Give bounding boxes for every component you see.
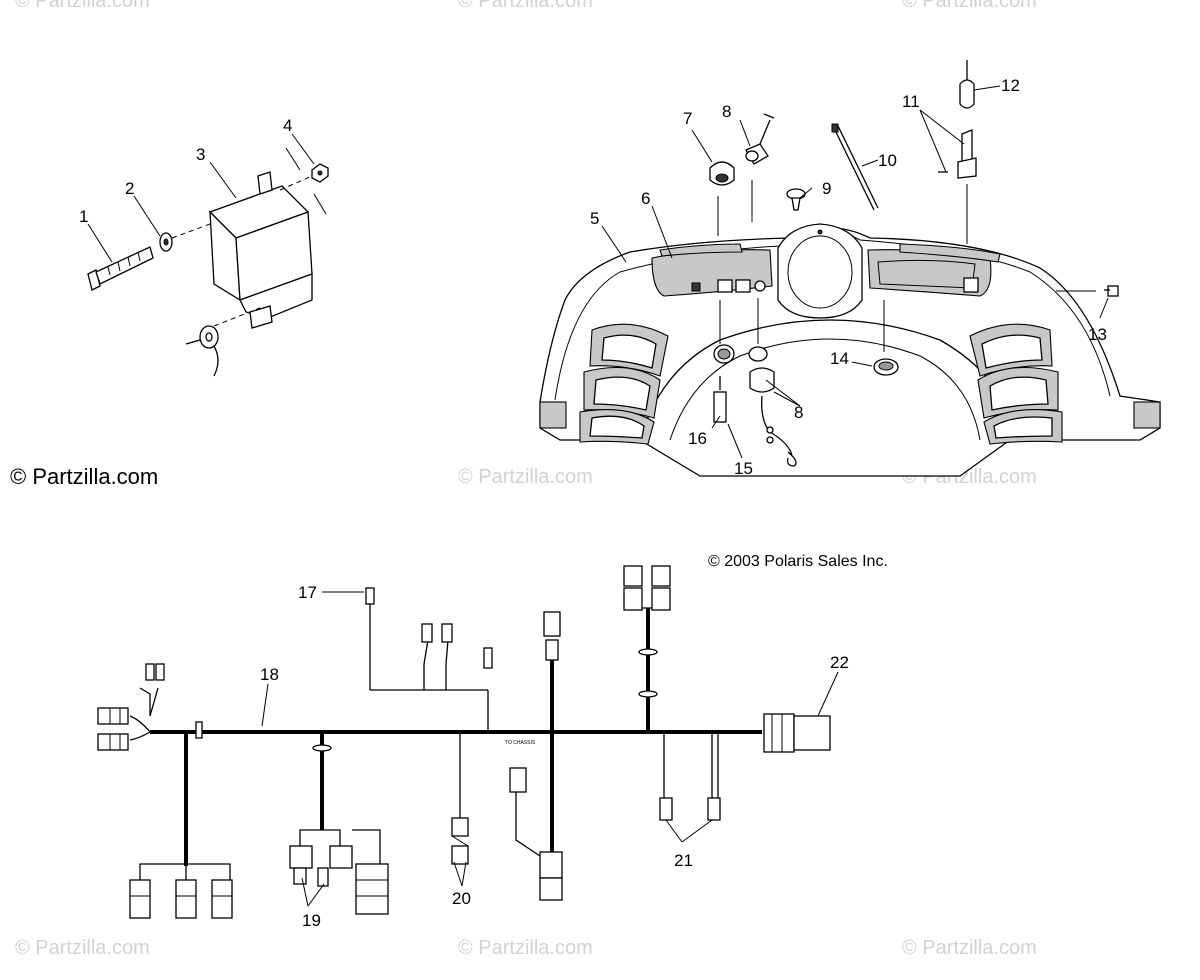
callout-17: 17 (298, 583, 317, 602)
watermark-top-left: © Partzilla.com (15, 0, 150, 12)
callout-11: 11 (902, 92, 920, 111)
harness-label: TO CHASSIS (505, 740, 536, 746)
callout-4: 4 (283, 116, 292, 135)
watermark-bottom-center: © Partzilla.com (458, 937, 593, 959)
cable-tie-part[interactable] (831, 123, 879, 211)
dash-leaders (601, 85, 1109, 459)
callout-2: 2 (125, 179, 134, 198)
grommet-part[interactable] (873, 358, 899, 376)
gauge-pod[interactable] (777, 223, 863, 319)
socket-part[interactable] (938, 129, 977, 179)
top-right-connector-group[interactable] (623, 565, 671, 611)
clip-part[interactable] (786, 188, 806, 211)
watermark-bottom-right: © Partzilla.com (902, 937, 1037, 959)
callout-numbers: 1 2 3 4 5 6 7 8 8 9 10 11 12 13 14 15 16… (79, 76, 1107, 930)
watermark-top-right: © Partzilla.com (902, 0, 1037, 12)
connector-group-17[interactable] (365, 587, 493, 690)
bottom-left-connectors[interactable] (129, 863, 233, 919)
callout-13: 13 (1088, 325, 1107, 344)
right-switch-panel[interactable] (867, 249, 992, 297)
watermark-bottom-left: © Partzilla.com (15, 937, 150, 959)
callout-8-bottom: 8 (794, 403, 803, 422)
callout-18: 18 (260, 665, 279, 684)
callout-14: 14 (830, 349, 849, 368)
callout-22: 22 (830, 653, 849, 672)
center-connector-group[interactable] (509, 611, 563, 901)
callout-16: 16 (688, 429, 707, 448)
module-box-part[interactable] (208, 171, 313, 329)
left-connector-group[interactable] (97, 663, 203, 751)
harness-leaders (261, 591, 839, 907)
screw-part[interactable] (1104, 285, 1119, 297)
callout-21: 21 (674, 851, 693, 870)
callout-9: 9 (822, 179, 831, 198)
wiring-harness[interactable]: TO CHASSIS (97, 565, 831, 919)
module-leaders (87, 133, 315, 263)
connector-group-21[interactable] (659, 797, 721, 821)
partzilla-copyright: © Partzilla.com (10, 464, 159, 489)
dash-small-parts (709, 60, 1119, 467)
ground-terminal-part[interactable] (185, 325, 219, 377)
connector-group-20[interactable] (451, 817, 469, 865)
bulb-part[interactable] (959, 60, 975, 109)
knob-part[interactable] (709, 161, 735, 186)
switch-part-8-bottom[interactable] (748, 346, 797, 467)
callout-6: 6 (641, 189, 650, 208)
bolt-part[interactable] (87, 246, 154, 291)
connector-22[interactable] (763, 713, 831, 753)
callout-5: 5 (590, 209, 599, 228)
polaris-copyright: © 2003 Polaris Sales Inc. (708, 553, 888, 570)
module-assembly (87, 147, 329, 377)
callout-7: 7 (683, 109, 692, 128)
connector-group-19[interactable] (289, 829, 389, 915)
washer-part[interactable] (159, 232, 173, 252)
callout-12: 12 (1001, 76, 1020, 95)
watermark-top-center: © Partzilla.com (458, 0, 593, 12)
right-vents (969, 323, 1063, 445)
dash-panel-assembly[interactable] (539, 223, 1161, 477)
plug-part-15[interactable] (713, 376, 727, 423)
grommet-part-16[interactable] (713, 344, 735, 364)
callout-15: 15 (734, 459, 753, 478)
callout-3: 3 (196, 145, 205, 164)
switch-part-8-top[interactable] (745, 113, 775, 165)
left-switch-panel[interactable] (651, 249, 773, 297)
callout-8-top: 8 (722, 102, 731, 121)
callout-20: 20 (452, 889, 471, 908)
nut-part[interactable] (311, 163, 329, 183)
left-vents (579, 323, 669, 445)
callout-1: 1 (79, 207, 88, 226)
callout-19: 19 (302, 911, 321, 930)
watermark-mid-center: © Partzilla.com (458, 466, 593, 488)
callout-10: 10 (878, 151, 897, 170)
